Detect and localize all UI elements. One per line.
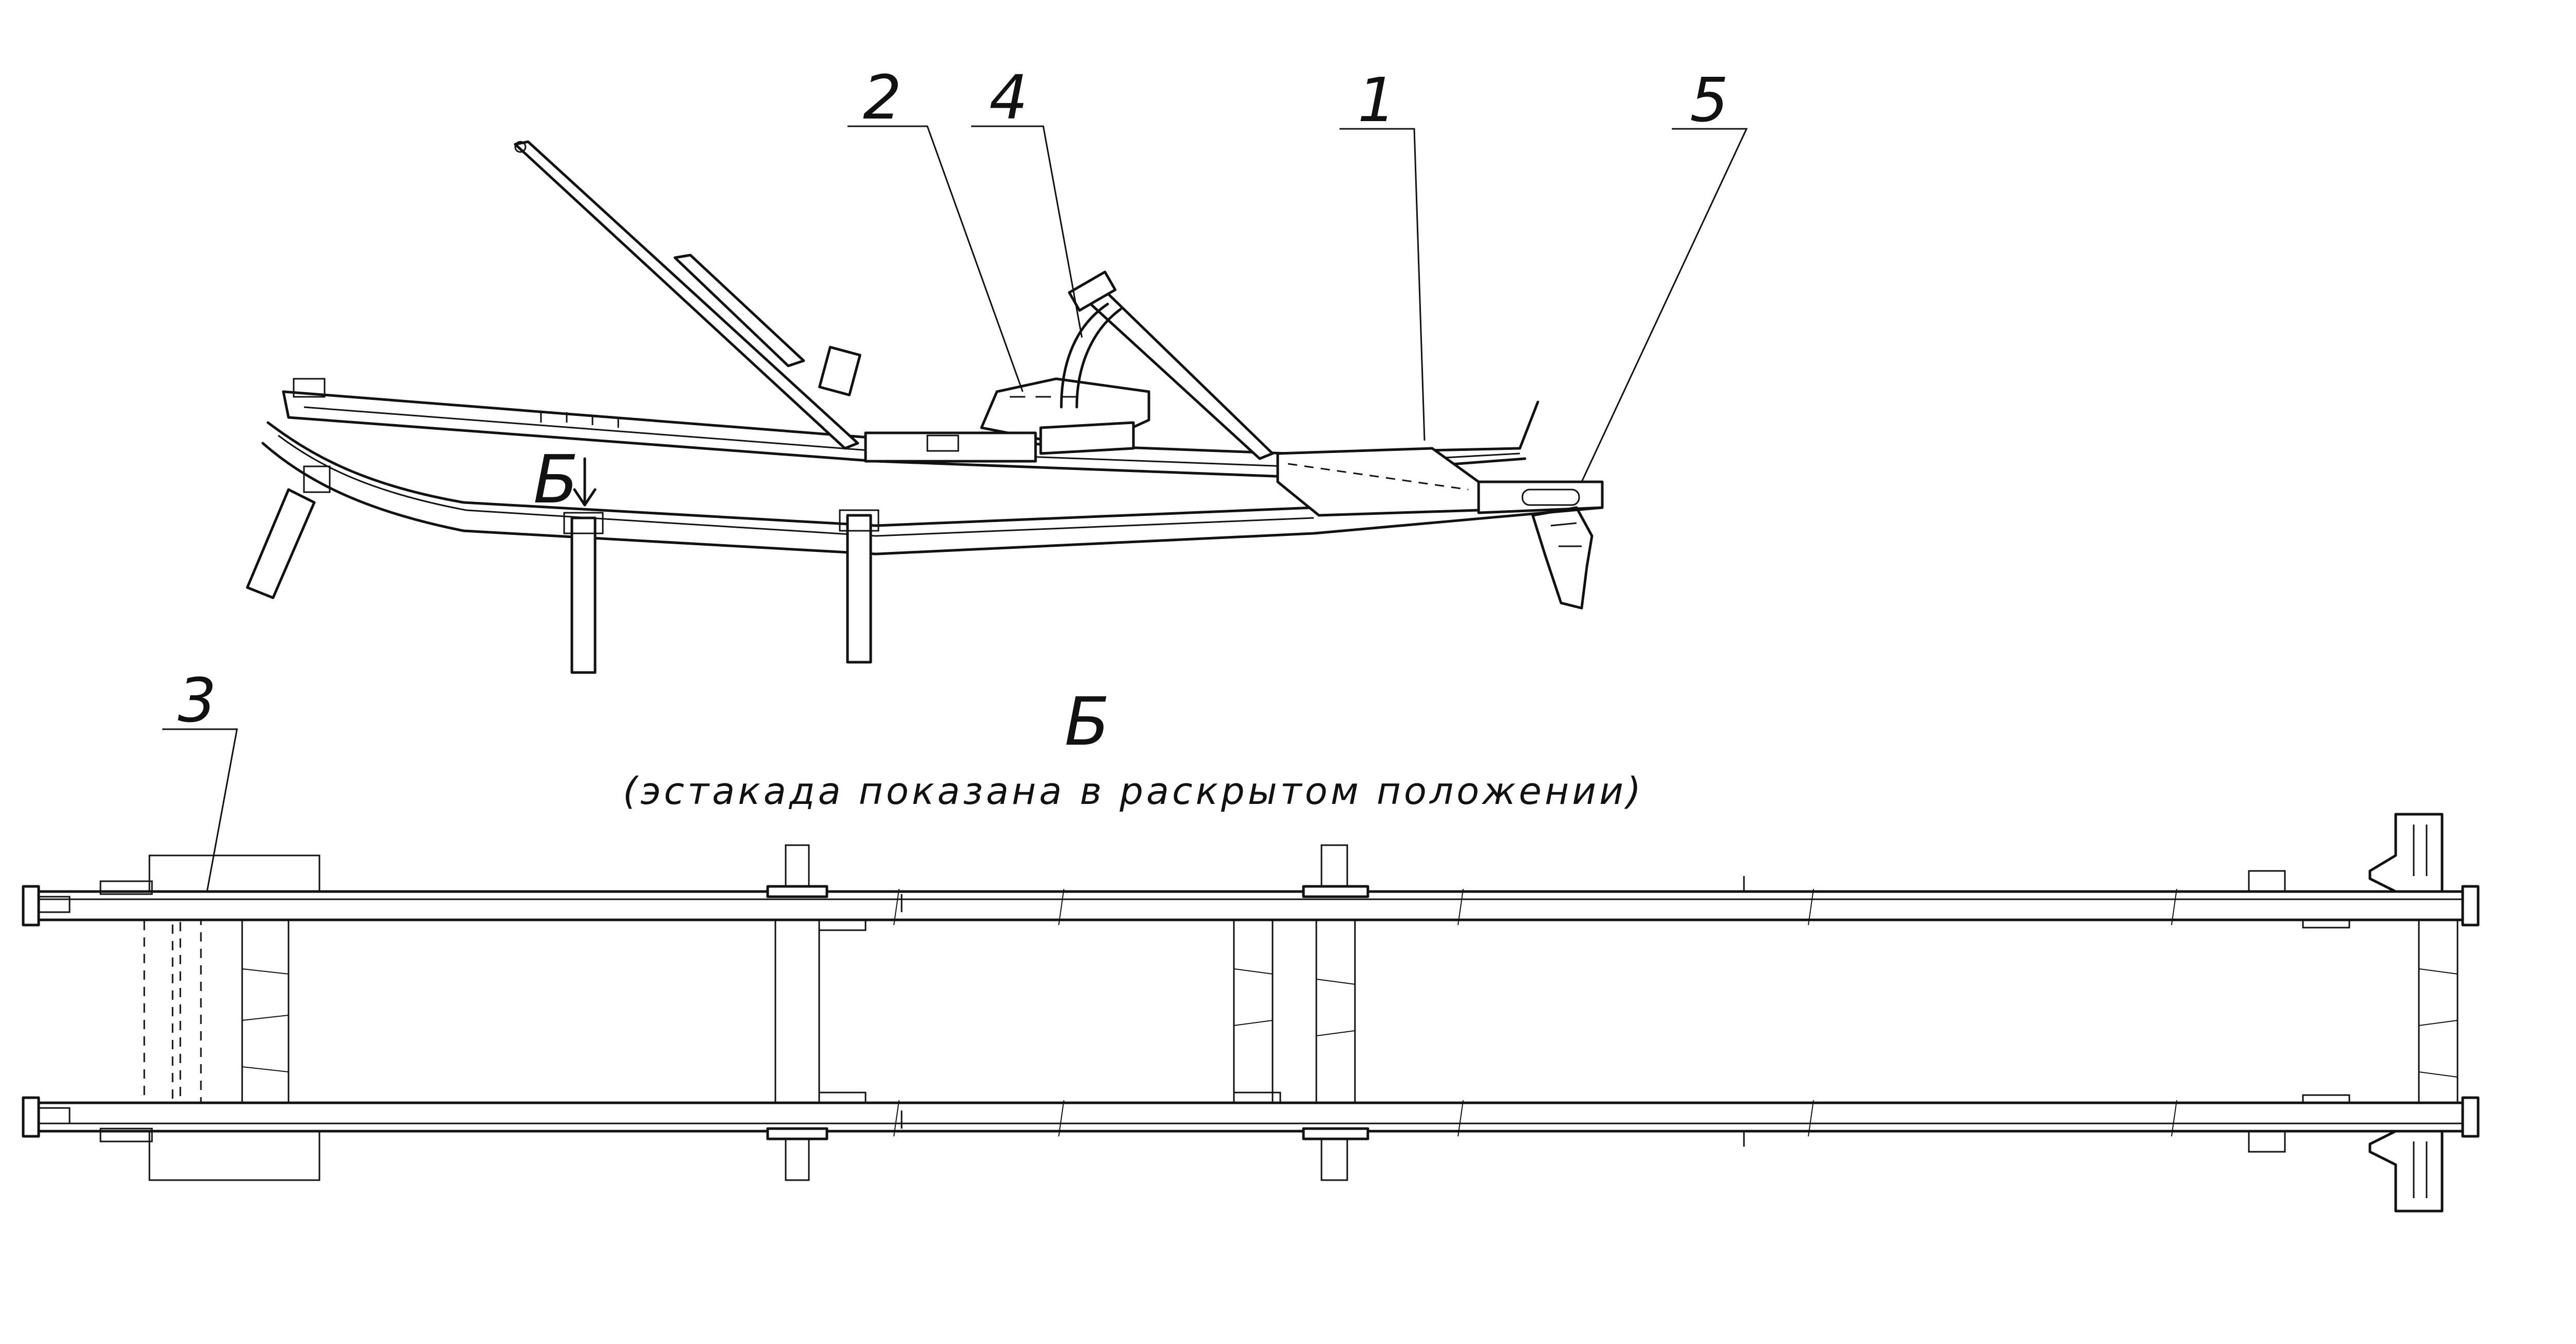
view-title-group: Б (эстакада показана в раскрытом положен… <box>623 684 1644 813</box>
svg-text:3: 3 <box>178 665 216 736</box>
inclined-arm <box>514 140 861 450</box>
beam-pins <box>901 876 1745 1147</box>
svg-text:1: 1 <box>1358 64 1396 136</box>
svg-text:Б: Б <box>533 442 579 518</box>
cross-member-right <box>2248 870 2459 1153</box>
front-leg <box>246 488 316 599</box>
left-end-assembly <box>99 854 320 1181</box>
callout-4: 4 <box>971 62 1083 338</box>
view-note: (эстакада показана в раскрытом положении… <box>623 769 1644 813</box>
view-title: Б <box>1064 684 1110 761</box>
svg-text:5: 5 <box>1690 64 1728 136</box>
lower-frame <box>261 421 1604 610</box>
svg-text:4: 4 <box>989 62 1028 133</box>
support-legs <box>563 509 879 674</box>
right-end-brackets <box>2368 813 2480 1213</box>
callout-3: 3 <box>162 665 238 897</box>
mechanism-block <box>864 377 1150 463</box>
cross-member-2 <box>1233 844 1369 1181</box>
plan-view <box>22 813 2480 1213</box>
callout-1: 1 <box>1340 64 1426 441</box>
cross-member-1 <box>766 844 867 1181</box>
section-marker: Б <box>533 442 597 518</box>
callouts: 2 4 1 5 3 <box>162 62 1748 897</box>
svg-text:2: 2 <box>863 62 902 133</box>
ramp-wedge <box>1276 447 1480 517</box>
callout-5: 5 <box>1581 64 1748 482</box>
callout-2: 2 <box>848 62 1024 392</box>
side-view: Б <box>246 140 1604 674</box>
hydraulic-cylinder <box>1060 271 1274 460</box>
